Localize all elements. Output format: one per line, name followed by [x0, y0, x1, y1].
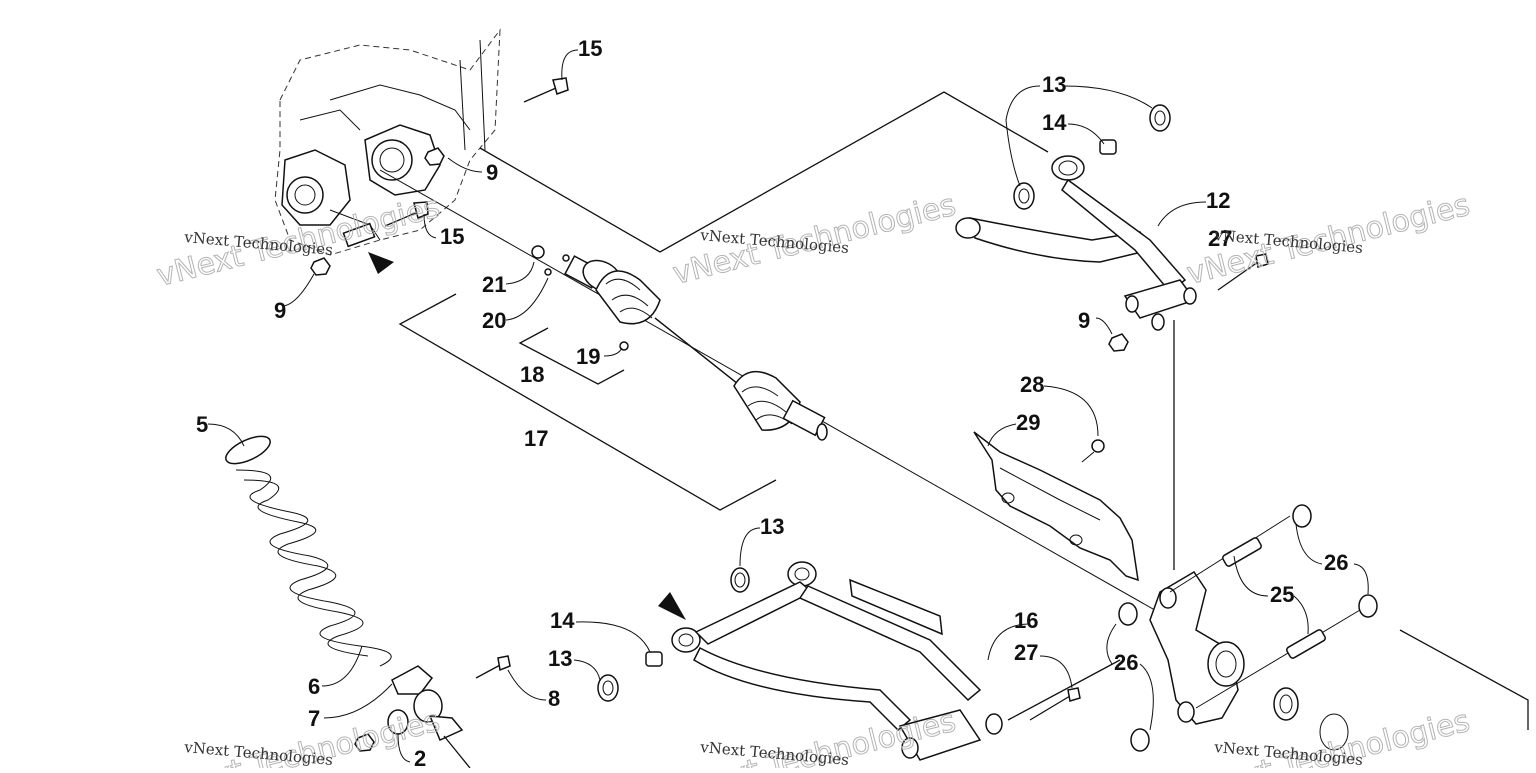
callout-shield: 29 [1016, 410, 1040, 435]
coil-spring [225, 435, 434, 695]
callout-bushing-lower-b: 13 [548, 646, 572, 671]
reference-outline-bottom [1007, 659, 1121, 721]
callout-sleeve-knuckle: 25 [1270, 582, 1294, 607]
callout-axle-assembly: 17 [524, 426, 548, 451]
engine-housing [274, 28, 501, 256]
callout-bushing-lower-a: 13 [760, 514, 784, 539]
callout-bushing-knuckle-upper: 26 [1324, 550, 1348, 575]
callout-bolt-a-arm: 27 [1208, 226, 1232, 251]
callout-ring: 20 [482, 308, 506, 333]
watermark-6: vNext Technologies vNext Technologies [1183, 703, 1474, 773]
axle-assembly [379, 169, 1191, 631]
callout-clip: 21 [482, 272, 506, 297]
callout-boot-kit: 18 [520, 362, 544, 387]
watermarks: vNext Technologies vNext Technologies vN… [153, 187, 1474, 773]
upper-a-arm [955, 104, 1269, 331]
callout-retainer-upper: 5 [196, 412, 208, 437]
callout-nut-upper: 9 [486, 160, 498, 185]
shock-lower-end [387, 655, 511, 769]
knuckle-assembly [1118, 504, 1378, 752]
callout-sleeve-upper: 14 [1042, 110, 1067, 135]
callout-bolt-upper: 15 [578, 36, 602, 61]
nut-9-c [1108, 333, 1129, 352]
shield-plate [973, 431, 1139, 582]
pointer-arrow-upper [368, 252, 394, 274]
leader-lines [207, 49, 1369, 763]
watermark-4: vNext Technologies vNext Technologies [153, 703, 444, 773]
callout-nut-lower: 9 [274, 298, 286, 323]
callout-bolt-shock: 8 [548, 686, 560, 711]
callout-retainer-lower: 7 [308, 706, 320, 731]
nut-2 [354, 733, 375, 752]
bracket-17 [398, 293, 777, 511]
callout-bolt-lower: 15 [440, 224, 464, 249]
callout-spring: 6 [308, 674, 320, 699]
reference-outline-upper [479, 91, 1049, 253]
pointer-arrow-lower [658, 592, 686, 620]
reference-outline-right [1399, 629, 1529, 730]
callout-nut-shock: 2 [414, 746, 426, 768]
callout-lower-a-arm: 16 [1014, 608, 1038, 633]
callout-screw: 28 [1020, 372, 1044, 397]
callout-small-ring: 19 [576, 344, 600, 369]
watermark-2: vNext Technologies vNext Technologies [669, 187, 960, 292]
callout-bolt-lower-a-arm: 27 [1014, 640, 1038, 665]
nut-9-b [310, 257, 331, 276]
lower-a-arm [597, 561, 1081, 761]
bolt-15-upper [523, 77, 569, 103]
nut-9-a [424, 147, 445, 166]
callout-nut-a-arm: 9 [1078, 308, 1090, 333]
callout-labels: 15 9 15 9 21 20 19 18 17 13 14 12 27 9 2… [196, 36, 1348, 771]
callout-sleeve-lower: 14 [550, 608, 575, 633]
watermark-5: vNext Technologies vNext Technologies [669, 703, 960, 773]
callout-bushing-upper: 13 [1042, 72, 1066, 97]
bracket-18 [518, 327, 625, 385]
callout-bushing-knuckle-lower: 26 [1114, 650, 1138, 675]
callout-upper-a-arm: 12 [1206, 188, 1230, 213]
